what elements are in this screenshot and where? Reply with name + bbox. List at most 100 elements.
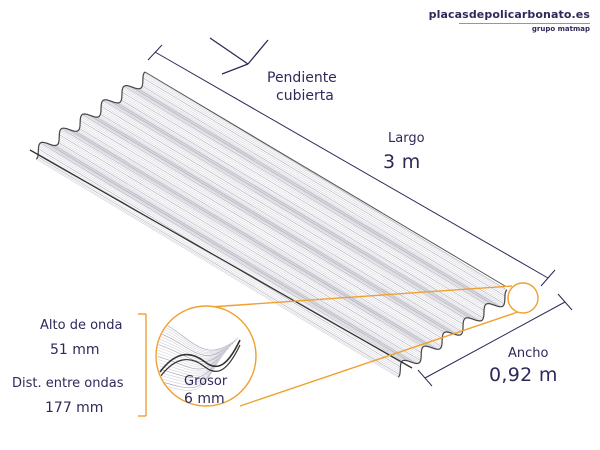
sheet-hatch-line	[136, 88, 499, 307]
sheet-hatch-line	[104, 99, 467, 319]
brand-logo: placasdepolicarbonato.es grupo matmap	[429, 8, 590, 33]
sheet-hatch-line	[92, 115, 455, 335]
sheet-hatch-line	[122, 89, 485, 309]
sheet-hatch-line	[37, 156, 400, 376]
sheet-hatch-line	[59, 130, 423, 350]
length-dimension	[147, 44, 556, 287]
sheet-hatch-line	[38, 150, 401, 370]
sheet-hatch-line	[42, 142, 406, 361]
wave-height-label: Alto de onda	[40, 318, 123, 333]
sheet-hatch-line	[36, 158, 399, 378]
sheet-hatch-line	[73, 130, 436, 350]
sheet-hatch-line	[121, 98, 484, 317]
sheet-hatch-line	[142, 85, 505, 305]
thickness-label: Grosor	[184, 374, 228, 389]
sheet-hatch-line	[67, 128, 430, 348]
sheet-hatch-line	[44, 142, 408, 361]
sheet-hatch-line	[142, 77, 506, 297]
detail-hatch-line	[163, 351, 225, 391]
sheet-hatch-line	[75, 131, 438, 350]
sheet-hatch-line	[69, 129, 432, 348]
sheet-hatch-line	[100, 110, 464, 329]
sheet-hatch-line	[79, 126, 443, 345]
sheet-hatch-line	[59, 136, 422, 356]
sheet-hatch-line	[94, 116, 457, 336]
length-label: Largo	[388, 131, 425, 146]
sheet-hatch-line	[83, 113, 446, 333]
width-dimension	[417, 293, 573, 387]
sheet-hatch-line	[96, 116, 459, 336]
sheet-hatch-line	[59, 132, 422, 351]
detail-hatch-line	[157, 327, 237, 355]
wave-distance-label: Dist. entre ondas	[12, 376, 124, 391]
sheet-hatch-line	[130, 86, 493, 305]
sheet-hatch-line	[142, 75, 506, 295]
sheet-hatch-line	[121, 96, 485, 315]
sheet-hatch-line	[80, 118, 443, 337]
detail-hatch-line	[157, 330, 236, 356]
sheet-hatch-line	[80, 116, 443, 336]
sheet-hatch-line	[100, 108, 464, 327]
sheet-hatch-line	[79, 124, 443, 344]
detail-edge	[159, 339, 241, 373]
sheet-hatch-line	[137, 88, 501, 307]
width-value: 0,92 m	[489, 364, 558, 386]
wave-height-value: 51 mm	[50, 342, 100, 358]
sheet-hatch-line	[41, 142, 404, 361]
sheet-hatch-line	[71, 130, 434, 349]
sheet-hatch-line	[121, 99, 484, 319]
sheet-hatch-line	[98, 116, 462, 335]
sheet-hatch-line	[121, 91, 485, 311]
sheet-hatch-line	[122, 88, 485, 307]
detail-source-circle	[507, 282, 539, 314]
sheet-hatch-line	[103, 100, 466, 319]
wave-distance-value: 177 mm	[45, 400, 104, 416]
sheet-hatch-line	[54, 145, 417, 364]
sheet-hatch-line	[86, 114, 449, 333]
width-label: Ancho	[508, 346, 549, 361]
sheet-hatch-line	[55, 145, 419, 364]
sheet-hatch-line	[79, 122, 443, 341]
sheet-hatch-line	[140, 87, 503, 307]
sheet-hatch-line	[111, 101, 474, 320]
slope-label-line2: cubierta	[276, 88, 334, 104]
sheet-hatch-line	[76, 130, 439, 350]
sheet-near-side	[29, 149, 413, 369]
sheet-hatch-line	[143, 72, 507, 292]
detail-edge-inner	[159, 344, 241, 378]
thickness-value: 6 mm	[184, 391, 225, 407]
sheet-hatch-line	[88, 114, 451, 334]
sheet-hatch-line	[115, 102, 478, 321]
sheet-hatch-line	[58, 140, 422, 360]
sheet-hatch-line	[65, 128, 428, 347]
brand-rule	[458, 23, 590, 24]
sheet-hatch-line	[56, 144, 420, 364]
sheet-hatch-line	[116, 102, 480, 322]
sheet-hatch-line	[78, 129, 442, 349]
sheet-hatch-line	[52, 144, 415, 364]
slope-arrow	[209, 37, 269, 75]
sheet-hatch-line	[123, 86, 486, 306]
sheet-hatch-line	[50, 144, 413, 363]
sheet-hatch-line	[142, 81, 505, 301]
sheet-hatch-line	[58, 142, 421, 361]
sheet-hatch-line	[58, 138, 422, 358]
sheet-top-edge	[35, 71, 146, 160]
sheet-hatch-line	[123, 85, 487, 305]
sheet-hatch-line	[120, 101, 483, 320]
sheet-hatch-line	[141, 87, 504, 306]
sheet-hatch-line	[61, 128, 424, 347]
sheet-hatch-line	[57, 143, 421, 363]
sheet-hatch-line	[63, 127, 427, 347]
sheet-far-side	[144, 71, 506, 287]
brand-sub: grupo matmap	[531, 25, 590, 33]
sheet-hatch-line	[90, 115, 453, 334]
sheet-hatch-line	[84, 113, 448, 333]
sheet-hatch-line	[134, 87, 497, 307]
sheet-hatch-line	[59, 134, 422, 353]
sheet-hatch-line	[132, 86, 495, 306]
sheet-hatch-line	[100, 106, 464, 325]
sheet-hatch-line	[80, 120, 443, 339]
sheet-hatch-line	[107, 99, 470, 319]
